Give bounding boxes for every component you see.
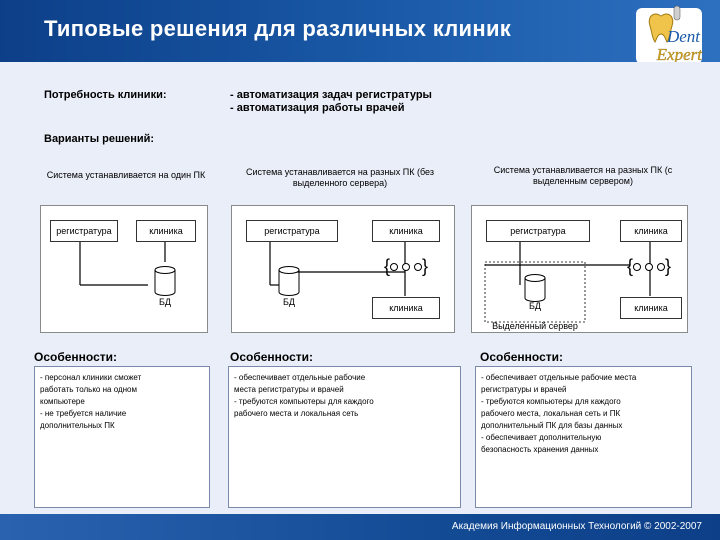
svg-text:{: { <box>627 256 633 276</box>
needs-label: Потребность клиники: <box>44 89 167 101</box>
column-title-1: Система устанавливается на один ПК <box>46 170 206 180</box>
database-icon <box>524 274 546 282</box>
svg-text:{: { <box>384 256 390 276</box>
features-text: - обеспечивает отдельные рабочие места р… <box>234 373 374 418</box>
database-icon <box>154 266 176 274</box>
more-clients-icon: { } <box>627 256 671 276</box>
node-registry: регистратура <box>486 220 590 242</box>
needs-item: - автоматизация задач регистратуры <box>230 89 432 101</box>
column-title-3: Система устанавливается на разных ПК (с … <box>493 165 673 186</box>
db-label: БД <box>158 297 171 307</box>
database-icon <box>154 291 176 296</box>
features-heading: Особенности: <box>34 350 118 364</box>
features-heading: Особенности: <box>480 350 564 364</box>
page-title: Типовые решения для различных клиник <box>44 16 512 41</box>
variants-label: Варианты решений: <box>44 133 155 145</box>
svg-text:Expert: Expert <box>656 45 704 64</box>
features-text: - обеспечивает отдельные рабочие места р… <box>481 373 637 454</box>
needs-item: - автоматизация работы врачей <box>230 102 405 114</box>
features-box <box>34 366 210 508</box>
features-box <box>475 366 692 508</box>
more-clients-icon: { } <box>384 256 428 276</box>
footer-copyright: Академия Информационных Технологий © 200… <box>451 521 702 532</box>
node-clinic: клиника <box>620 220 682 242</box>
header-bar: Типовые решения для различных клиник <box>0 0 720 62</box>
dent-expert-logo: Dent Expert <box>636 5 704 64</box>
features-text: - персонал клиники сможет работать тольк… <box>40 373 142 430</box>
node-clinic: клиника <box>372 220 440 242</box>
server-frame <box>484 261 586 323</box>
features-heading: Особенности: <box>230 350 314 364</box>
database-icon <box>524 297 546 302</box>
features-box <box>228 366 461 508</box>
server-label: Выделенный сервер <box>492 321 578 331</box>
svg-text:}: } <box>422 256 428 276</box>
node-clinic-2: клиника <box>372 297 440 319</box>
database-icon <box>278 291 300 296</box>
node-registry: регистратура <box>50 220 118 242</box>
database-icon <box>278 266 300 274</box>
node-registry: регистратура <box>246 220 338 242</box>
db-label: БД <box>282 297 295 307</box>
node-clinic-2: клиника <box>620 297 682 319</box>
svg-text:}: } <box>665 256 671 276</box>
node-clinic: клиника <box>136 220 196 242</box>
db-label: БД <box>528 301 541 311</box>
svg-text:Dent: Dent <box>666 27 701 46</box>
footer-bar: Академия Информационных Технологий © 200… <box>0 514 720 540</box>
column-title-2: Система устанавливается на разных ПК (бе… <box>246 167 434 188</box>
